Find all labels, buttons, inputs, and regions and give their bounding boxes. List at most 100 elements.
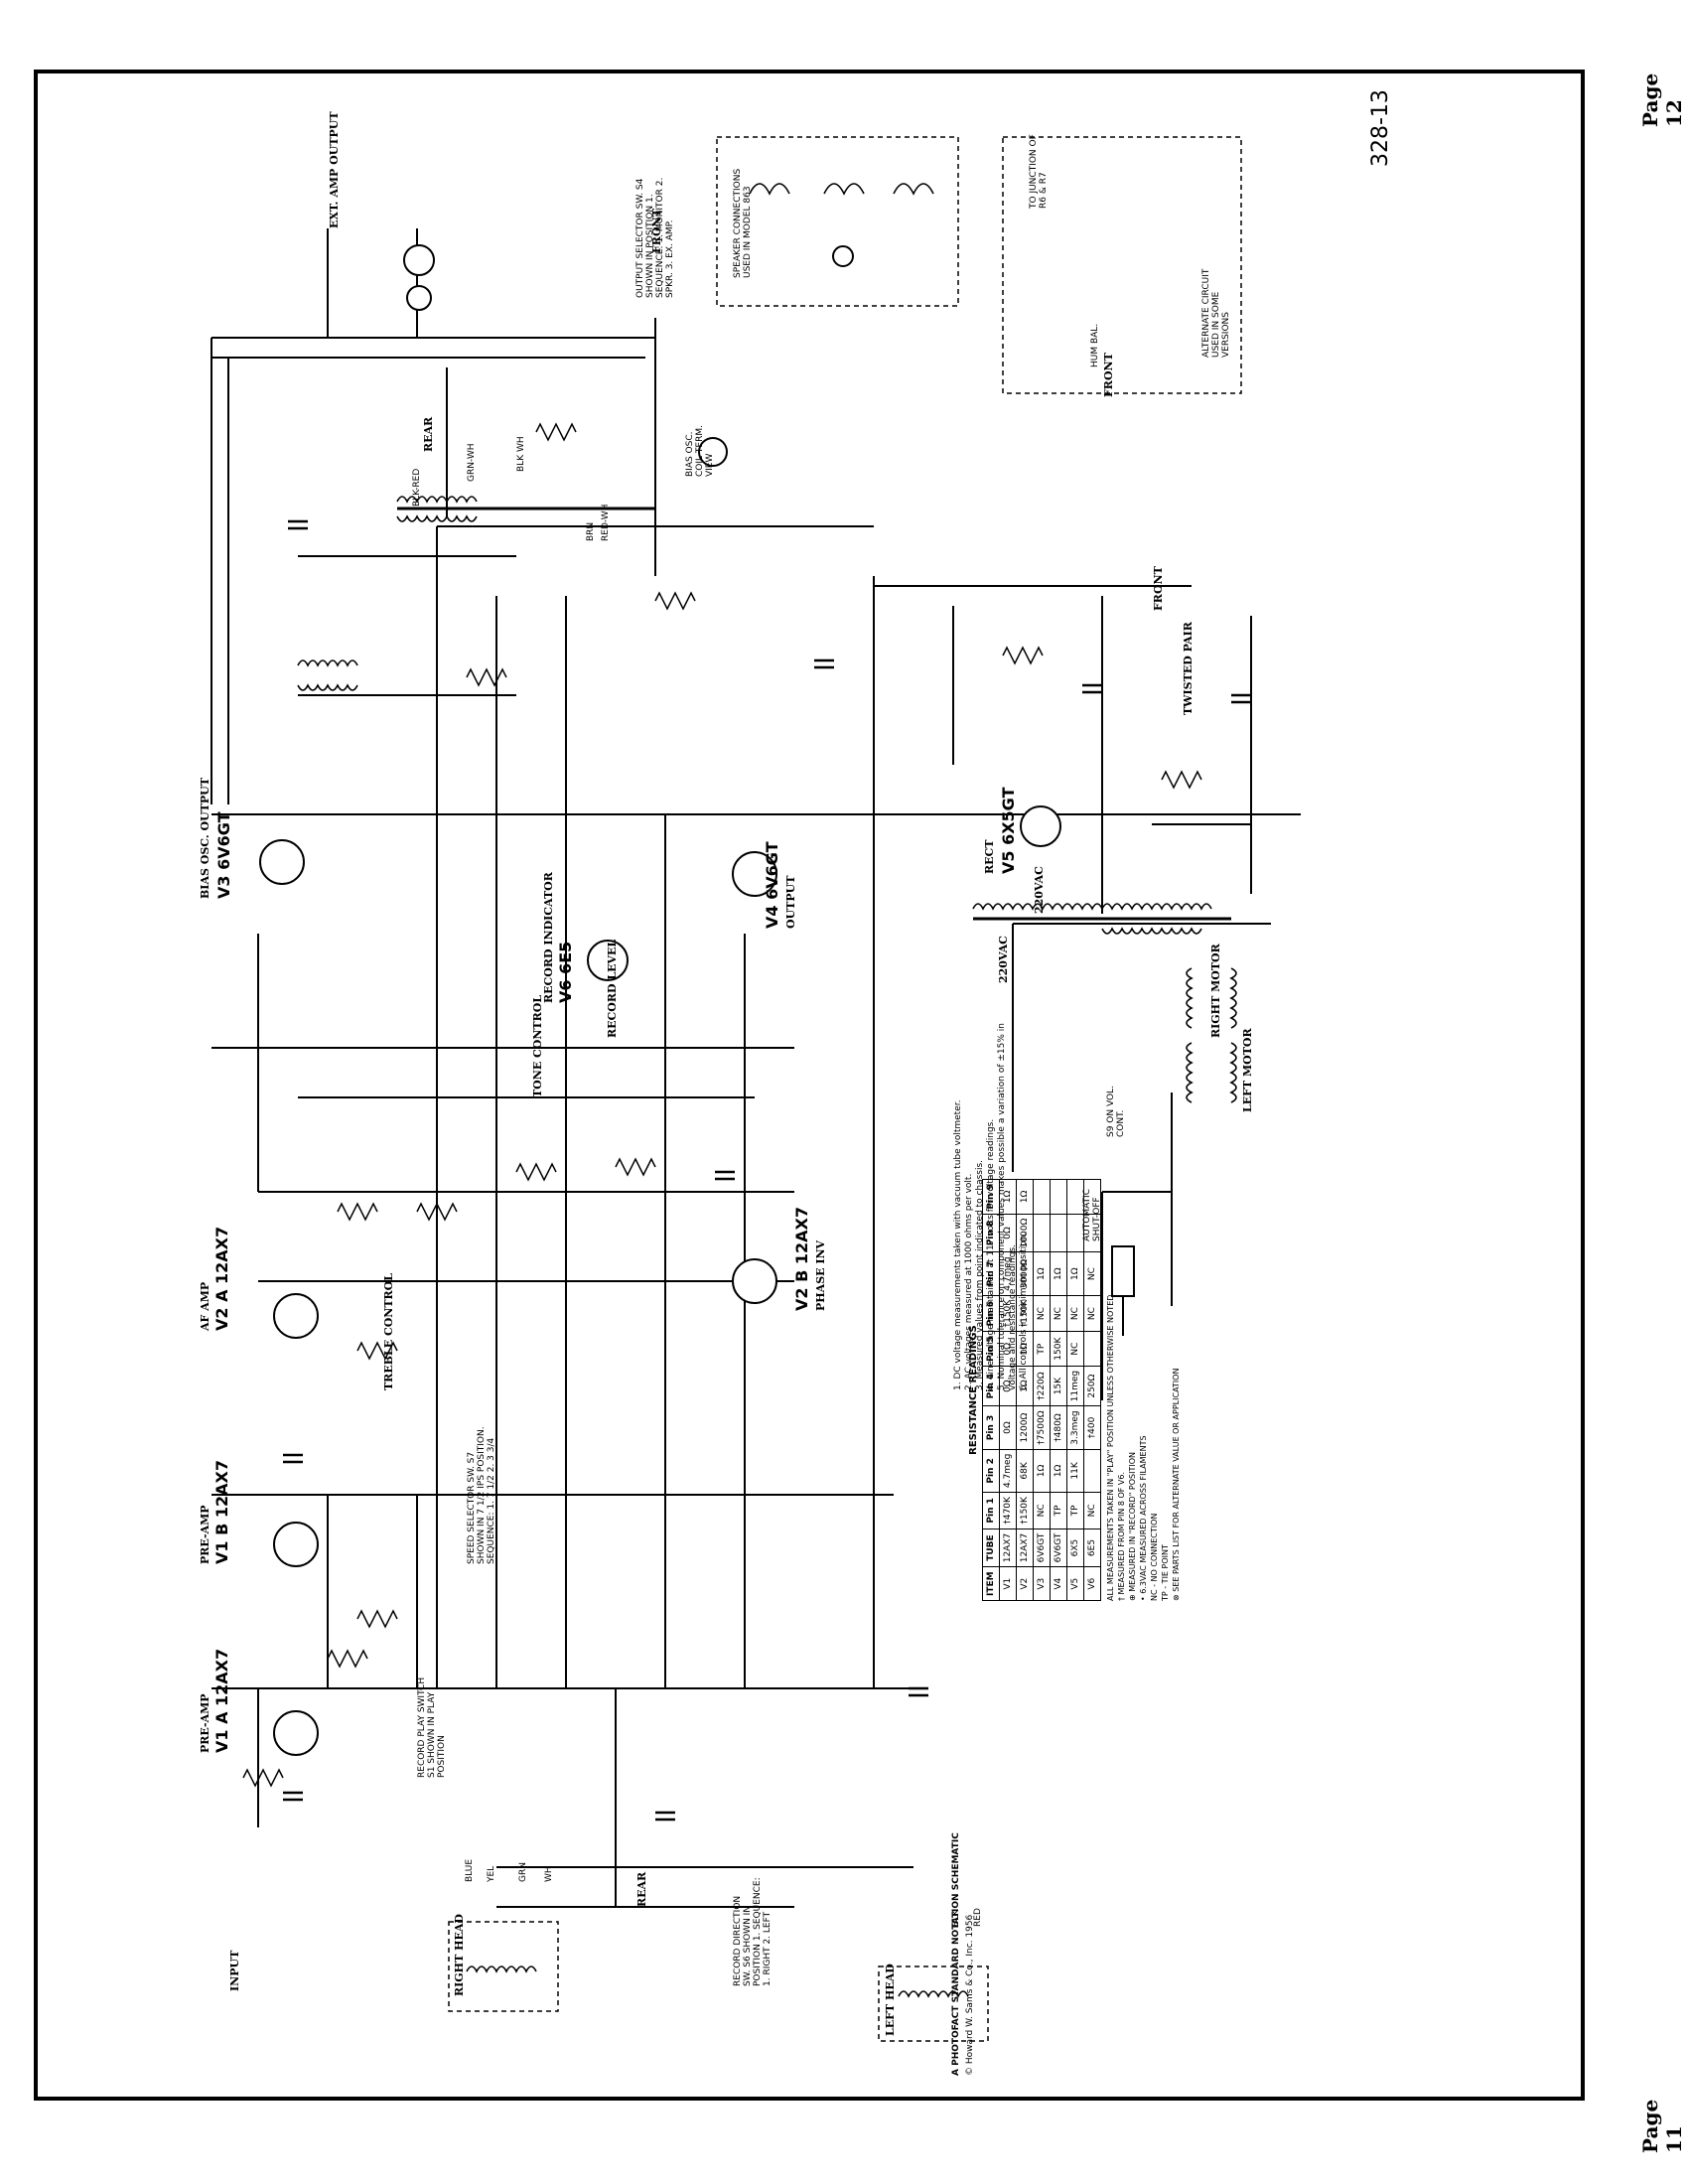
table-cell: †470K [999,1492,1017,1529]
table-cell: †480Ω [1050,1405,1067,1450]
table-cell [1033,1214,1051,1252]
table-cell: 1000Ω [1016,1214,1034,1252]
table-note: • 6.3VAC MEASURED ACROSS FILAMENTS [1139,1435,1148,1601]
right-head-label: RIGHT HEAD [453,1914,466,1996]
table-cell: NC [1033,1492,1051,1529]
resistance-table: ITEM TUBE Pin 1 Pin 2 Pin 3 Pin 4 Pin 5 … [982,1179,1101,1601]
table-cell: 6E5 [1083,1529,1101,1567]
table-cell: V5 [1066,1566,1084,1601]
tube-v5-role: RECT [983,839,996,874]
speed-selector-label: SPEED SELECTOR SW. S7 SHOWN IN 7 1/2 IPS… [467,1426,496,1564]
tube-v2a-label: V2 A 12AX7 [212,1226,231,1331]
tube-v1a-label: V1 A 12AX7 [212,1648,231,1753]
table-cell: NC [1083,1251,1101,1296]
table-note: ⊗ SEE PARTS LIST FOR ALTERNATE VALUE OR … [1172,1368,1181,1601]
col-header: TUBE [982,1529,1000,1567]
page-number-left: Page 11 [1638,2099,1686,2153]
table-cell [1050,1214,1067,1252]
resistance-readings-panel: RESISTANCE READINGS ITEM TUBE Pin 1 Pin … [968,1179,1182,1601]
col-header: Pin 4 [982,1366,1000,1406]
col-header: Pin 6 [982,1295,1000,1332]
wire-color-label: RED [973,1908,983,1927]
table-cell: 1Ω [1050,1449,1067,1493]
table-cell: 1200Ω [1016,1405,1034,1450]
table-cell: 3000Ω [1016,1251,1034,1296]
left-motor-label: LEFT MOTOR [1241,1028,1254,1112]
table-note: † MEASURED FROM PIN 8 OF V6. [1117,1471,1126,1601]
table-cell: †150K [1016,1492,1034,1529]
table-cell: 4.7meg [999,1449,1017,1493]
table-cell: 0Ω [999,1405,1017,1450]
table-cell: V2 [1016,1566,1034,1601]
table-cell: NC [1066,1295,1084,1332]
ext-amp-label: EXT. AMP OUTPUT [328,111,341,228]
tube-v2b-role: PHASE INV [814,1239,827,1311]
tube-v3-label: V3 6V6GT [214,811,233,900]
alternate-circuit-label: ALTERNATE CIRCUIT USED IN SOME VERSIONS [1201,268,1231,358]
table-note: TP - TIE POINT [1161,1544,1170,1601]
front-label-2: FRONT [650,209,663,253]
table-cell: V6 [1083,1566,1101,1601]
footer-copyright: © Howard W. Sams & Co., Inc. 1956 [965,1914,975,2076]
col-header: Pin 9 [982,1179,1000,1215]
record-level-label: RECORD LEVEL [606,939,619,1038]
table-cell [1083,1214,1101,1252]
footer-title: A PHOTOFACT STANDARD NOTATION SCHEMATIC [951,1832,961,2076]
t1-secondary-label: 220VAC [1033,866,1046,914]
table-cell: TP [1066,1492,1084,1529]
table-note: ALL MEASUREMENTS TAKEN IN "PLAY" POSITIO… [1106,1292,1115,1601]
table-cell: 1Ω [999,1179,1017,1215]
table-cell: †7500Ω [1033,1405,1051,1450]
table-cell: 11K [1066,1449,1084,1493]
right-motor-label: RIGHT MOTOR [1209,944,1222,1038]
table-cell: 68K [1016,1449,1034,1493]
resistance-notes: ALL MEASUREMENTS TAKEN IN "PLAY" POSITIO… [1105,1179,1182,1601]
col-header: Pin 1 [982,1492,1000,1529]
table-cell: 12AX7 [999,1529,1017,1567]
tube-v1b-role: PRE-AMP [199,1505,211,1564]
record-play-label: RECORD PLAY SWITCH S1 SHOWN IN PLAY POSI… [417,1676,447,1778]
table-cell: NC [1083,1295,1101,1332]
table-cell: NC [1066,1331,1084,1367]
front-label: FRONT [1102,353,1115,397]
wire-color-label: BRN [586,521,596,541]
tube-v4-role: OUTPUT [784,875,797,929]
table-cell: NC [1050,1295,1067,1332]
table-cell [1066,1214,1084,1252]
table-cell: 1Ω [1066,1251,1084,1296]
wire-color-label: BLK-RED [412,468,422,507]
table-cell: 12AX7 [1016,1529,1034,1567]
wire-color-label: GRN [518,1862,528,1882]
wire-color-label: BLUE [465,1858,475,1882]
table-cell: 6X5 [1066,1529,1084,1567]
tube-v2b-label: V2 B 12AX7 [792,1207,811,1311]
resistance-table-title: RESISTANCE READINGS [968,1325,979,1455]
table-cell: 1Ω [1016,1366,1034,1406]
table-cell: 3.3meg [1066,1405,1084,1450]
col-header: Pin 2 [982,1449,1000,1493]
table-cell: 0Ω [999,1331,1017,1367]
tube-v2a-role: AF AMP [199,1281,211,1331]
table-cell: V1 [999,1566,1017,1601]
table-cell: 150K [1050,1331,1067,1367]
left-head-label: LEFT HEAD [884,1964,897,2036]
table-cell: 1Ω [1033,1449,1051,1493]
table-cell: TP [1033,1331,1051,1367]
col-header: Pin 5 [982,1331,1000,1367]
tube-v5-label: V5 6X5GT [999,787,1018,874]
table-cell: †220Ω [1033,1366,1051,1406]
table-cell: †150K [999,1295,1017,1332]
table-cell: NC [1033,1295,1051,1332]
voltage-note: 1. DC voltage measurements taken with va… [953,1099,963,1390]
wire-color-label: BLK WH [516,436,526,472]
input-label: INPUT [228,1950,241,1991]
table-cell [1083,1179,1101,1215]
table-cell: †400 [1083,1405,1101,1450]
table-cell: V4 [1050,1566,1067,1601]
tube-v4-label: V4 6V6GT [763,841,781,930]
